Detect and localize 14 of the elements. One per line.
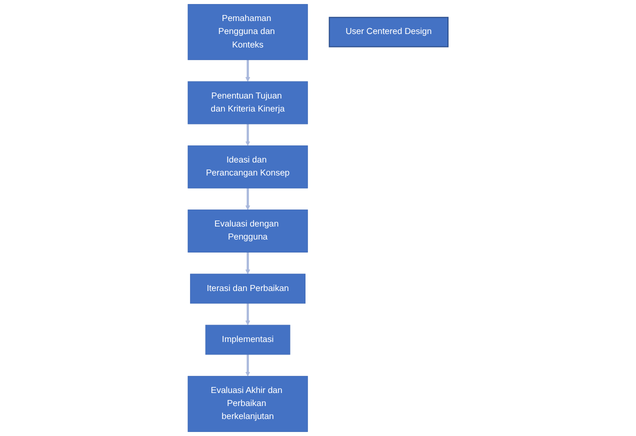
arrow (245, 354, 250, 376)
arrow (245, 124, 250, 146)
node-box: Penentuan Tujuan dan Kriteria Kinerja (188, 81, 308, 124)
arrow (245, 188, 250, 210)
node-box: Ideasi dan Perancangan Konsep (188, 145, 308, 188)
node-box: Implementasi (205, 324, 290, 355)
node-box: Evaluasi Akhir dan Perbaikan berkelanjutan (188, 376, 308, 432)
arrow (245, 60, 250, 82)
arrow (245, 303, 250, 326)
arrow (245, 252, 250, 274)
node-box: User Centered Design (328, 16, 449, 48)
node-box: Pemahaman Pengguna dan Konteks (188, 4, 308, 60)
node-box: Evaluasi dengan Pengguna (188, 210, 308, 253)
node-box: Iterasi dan Perbaikan (190, 274, 306, 304)
